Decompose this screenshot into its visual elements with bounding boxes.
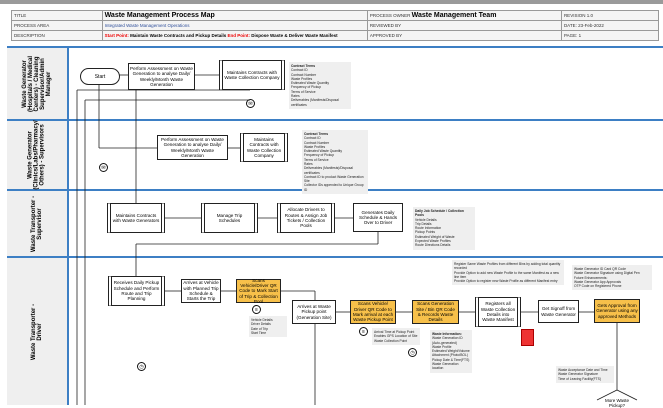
manifest-note: Register Same Waste Profiles from differ…: [452, 260, 564, 286]
l4-arrive-pickup-step[interactable]: Arrives at Waste Pickup point (Generatio…: [292, 300, 336, 324]
lane-divider: [7, 256, 663, 258]
l4-arrive-vehicle-step[interactable]: Arrives at Vehicle with Planned Trip Sch…: [181, 279, 221, 303]
l3-trip-step[interactable]: Manage Trip Schedules: [201, 203, 258, 233]
database-icon: ≡: [359, 327, 368, 336]
page-number: PAGE: 1: [560, 30, 660, 41]
lane-label: Waste Transporter - Supervisor: [7, 191, 69, 256]
more-pickup-decision[interactable]: More Waste Pickup?: [604, 398, 630, 408]
start-terminal[interactable]: Start: [80, 68, 120, 85]
timer-icon: ◷: [137, 362, 146, 371]
timer-icon: ◷: [408, 348, 417, 357]
description: Start Point: Maintain Waste Contracts an…: [101, 30, 368, 41]
l1-contracts-step[interactable]: Maintains Contracts with Waste Collectio…: [219, 60, 285, 90]
email-icon: ✉: [246, 99, 255, 108]
l4-receive-step[interactable]: Receives Daily Pickup Schedule and Perfo…: [108, 276, 165, 306]
waste-info-note: Waste Information:Waste Generation ID(Au…: [430, 330, 472, 373]
l4-scan-start-step[interactable]: Scans Vehicle/Driver QR Code to Mark Sta…: [236, 278, 281, 304]
lane-divider: [7, 119, 663, 121]
top-bar: [0, 0, 663, 4]
l4-scan-arrival-step[interactable]: Scans Vehicle/ Driver QR Code to Mark ar…: [350, 300, 396, 324]
email-icon: ✉: [99, 163, 108, 172]
lane-divider: [7, 46, 663, 48]
l3-generate-step[interactable]: Generates Daily Schedule & Hands Over to…: [353, 203, 403, 232]
l4-approval-step[interactable]: Gets Approval from Generator using any a…: [594, 299, 640, 323]
l3-maintain-step[interactable]: Maintains Contracts with Waste Generator…: [107, 203, 165, 233]
database-icon: ≡: [252, 305, 261, 314]
l2-assess-step[interactable]: Perform Assessment on Waste Generation t…: [157, 135, 228, 160]
header-table: TITLE Waste Management Process Map PROCE…: [11, 10, 660, 41]
lane-label: Waste Generator (Clinics/Labs/Pharmacy/ …: [7, 120, 69, 190]
lane-label: Waste Transporter - Driver: [7, 258, 69, 405]
l4-register-step[interactable]: Registers all Waste Collection Details i…: [475, 297, 521, 327]
l4-signoff-step[interactable]: Get Signoff from Waste Generator: [538, 300, 579, 323]
l2-contracts-step[interactable]: Maintains Contracts with Waste Collectio…: [240, 133, 288, 162]
l1-assess-step[interactable]: Perform Assessment on Waste Generation t…: [128, 63, 195, 90]
l3-allocate-step[interactable]: Allocate Drivers to Routes & Assign Job …: [277, 203, 335, 233]
l4-scan-site-step[interactable]: Scans Generation Site / Bin QR Code & Re…: [412, 300, 459, 324]
document-icon: [521, 329, 534, 346]
lane-label: Waste Generator (Hospitals / Medical Cen…: [7, 48, 69, 119]
